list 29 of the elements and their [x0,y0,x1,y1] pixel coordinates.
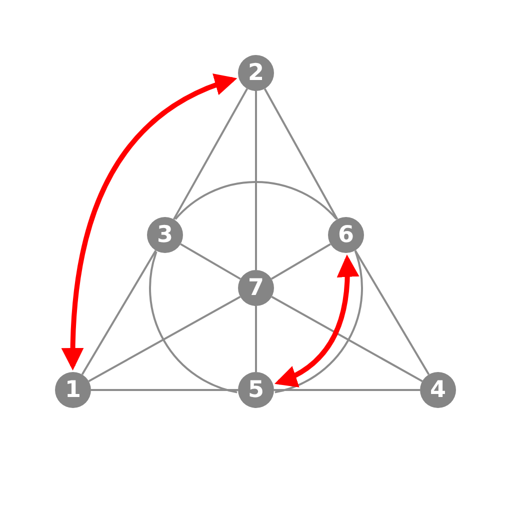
number-circle [55,372,91,408]
node-number: 2 [248,62,264,84]
connector-line [264,88,338,220]
connector-line [172,88,248,220]
circle-arc-line [149,252,238,394]
connector-line [354,250,430,376]
circle-arc-line [174,181,337,220]
number-circle [238,55,274,91]
node-number: 5 [248,378,264,402]
number-circle [238,270,274,306]
number-circle [328,217,364,253]
connector-line [91,389,238,391]
connector-line [81,250,157,376]
node-number: 6 [338,224,354,246]
connector-line [255,91,257,270]
node-number: 3 [156,224,173,246]
curved-arrow [62,74,238,370]
connector-line [255,306,257,372]
number-circle [147,217,183,253]
node-number: 1 [64,378,81,402]
number-circle [420,372,456,408]
number-circle [238,372,274,408]
connector-line [180,243,241,280]
node-number: 7 [248,276,264,300]
connector-line [274,389,420,391]
connector-line [271,243,331,280]
node-number: 4 [430,378,446,402]
connector-line [271,296,423,382]
connector-line [88,296,241,382]
